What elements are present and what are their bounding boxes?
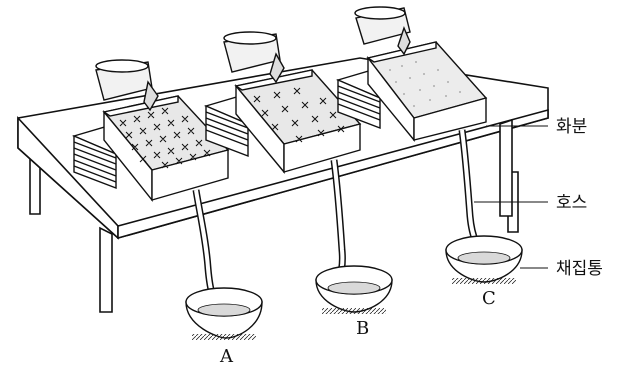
label-setup-b: B — [356, 318, 369, 339]
table-leg-front-right — [499, 118, 513, 217]
label-setup-c: C — [482, 288, 496, 309]
setup-a — [71, 59, 263, 340]
bare-soil-c — [389, 61, 461, 107]
label-hose: 호스 — [556, 193, 587, 213]
basin-a — [185, 287, 263, 340]
basin-c — [445, 235, 523, 284]
plants-sparse-b — [253, 87, 345, 143]
label-pot: 화분 — [556, 117, 587, 137]
leader-lines — [474, 125, 548, 269]
pot-box-c — [366, 41, 488, 142]
label-setup-a: A — [219, 346, 234, 367]
setup-b — [203, 31, 393, 314]
table-leg-front-left — [99, 226, 113, 313]
bucket-b — [223, 31, 285, 84]
pot-box-b — [234, 69, 362, 174]
plants-dense-a — [119, 107, 211, 169]
bucket-c — [354, 6, 411, 56]
bucket-a — [95, 59, 159, 112]
pot-box-a — [102, 95, 230, 202]
setup-c — [335, 6, 523, 284]
label-collector: 채집통 — [556, 259, 603, 279]
basin-b — [315, 265, 393, 314]
